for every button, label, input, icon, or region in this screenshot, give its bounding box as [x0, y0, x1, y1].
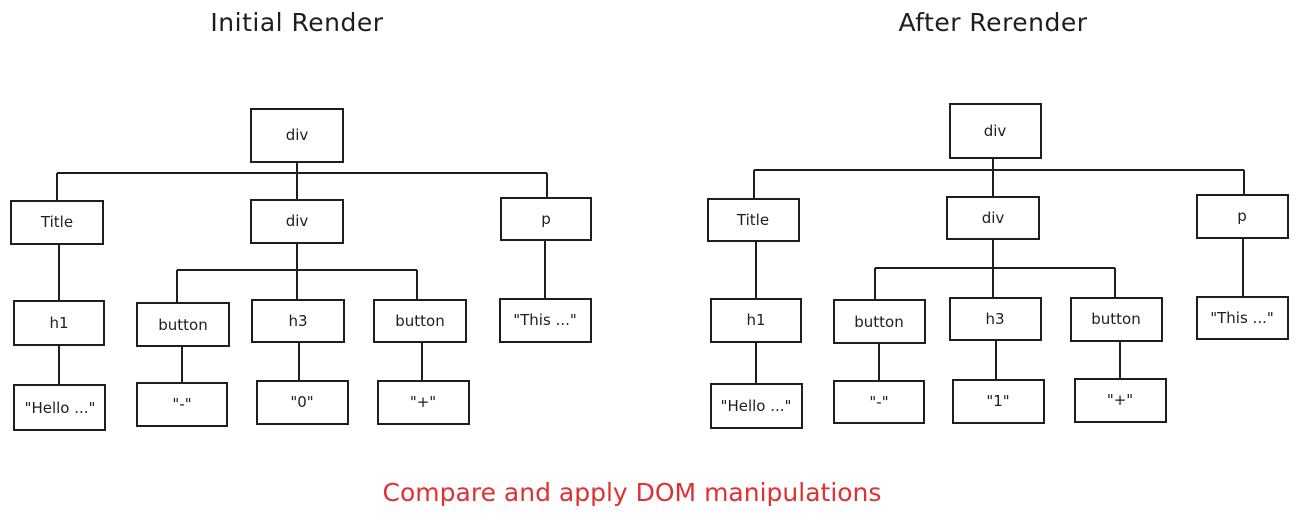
- node-root-div: div: [250, 108, 344, 163]
- node-h3: h3: [251, 299, 345, 343]
- node-title-r: Title: [707, 198, 800, 242]
- node-p-text-r: "This ...": [1196, 296, 1289, 340]
- node-root-div-label: div: [286, 126, 309, 144]
- node-h1-text-r: "Hello ...": [710, 383, 803, 429]
- node-h3-text-r: "1": [952, 379, 1045, 424]
- initial-render-title: Initial Render: [210, 8, 384, 37]
- node-div-label: div: [286, 212, 309, 230]
- node-plus-text-label: "+": [410, 393, 436, 411]
- after-rerender-title: After Rerender: [898, 8, 1088, 37]
- node-h1-r: h1: [710, 298, 802, 343]
- node-p-text-r-label: "This ...": [1210, 309, 1274, 327]
- node-button-minus-r: button: [833, 299, 926, 344]
- node-h3-text: "0": [256, 380, 349, 425]
- node-h1-text-r-label: "Hello ...": [721, 397, 792, 415]
- node-h1-text-label: "Hello ...": [25, 399, 96, 417]
- node-button-minus: button: [136, 302, 230, 347]
- node-h3-text-r-label: "1": [986, 392, 1009, 410]
- node-h3-r: h3: [949, 297, 1042, 341]
- node-button-minus-r-label: button: [854, 313, 903, 331]
- node-p-label: p: [541, 210, 551, 228]
- node-p-r: p: [1196, 194, 1289, 239]
- node-plus-text: "+": [377, 380, 470, 425]
- node-h1: h1: [13, 300, 105, 346]
- node-h3-text-label: "0": [290, 393, 313, 411]
- node-plus-text-r: "+": [1074, 378, 1167, 423]
- node-button-minus-label: button: [158, 316, 207, 334]
- node-h3-label: h3: [288, 312, 307, 330]
- node-p-text: "This ...": [499, 298, 592, 343]
- node-button-plus: button: [373, 299, 467, 343]
- node-button-plus-r: button: [1070, 297, 1163, 342]
- node-title: Title: [10, 200, 104, 245]
- node-p: p: [500, 197, 592, 241]
- node-button-plus-r-label: button: [1091, 310, 1140, 328]
- node-title-r-label: Title: [736, 211, 769, 229]
- initial-render-edges: [56, 162, 548, 385]
- node-h1-r-label: h1: [746, 311, 765, 329]
- node-title-label: Title: [40, 213, 73, 231]
- caption-text: Compare and apply DOM manipulations: [382, 478, 882, 507]
- node-button-plus-label: button: [395, 312, 444, 330]
- node-root-div-r: div: [949, 103, 1042, 159]
- after-rerender-edges: [753, 158, 1245, 384]
- node-div-r: div: [946, 196, 1040, 240]
- node-minus-text: "-": [136, 382, 228, 427]
- node-h1-label: h1: [49, 314, 68, 332]
- node-h1-text: "Hello ...": [13, 384, 106, 431]
- node-minus-text-r-label: "-": [869, 393, 888, 411]
- node-p-r-label: p: [1237, 207, 1247, 225]
- node-plus-text-r-label: "+": [1107, 391, 1133, 409]
- node-minus-text-r: "-": [833, 380, 925, 424]
- initial-render-tree: div Title div p h1 button h3 button: [10, 108, 592, 431]
- node-h3-r-label: h3: [985, 310, 1004, 328]
- node-div-r-label: div: [982, 209, 1005, 227]
- node-p-text-label: "This ...": [513, 311, 577, 329]
- node-root-div-r-label: div: [984, 122, 1007, 140]
- node-div: div: [250, 199, 344, 244]
- after-rerender-tree: div Title div p h1 button h3 button: [707, 103, 1289, 429]
- node-minus-text-label: "-": [172, 395, 191, 413]
